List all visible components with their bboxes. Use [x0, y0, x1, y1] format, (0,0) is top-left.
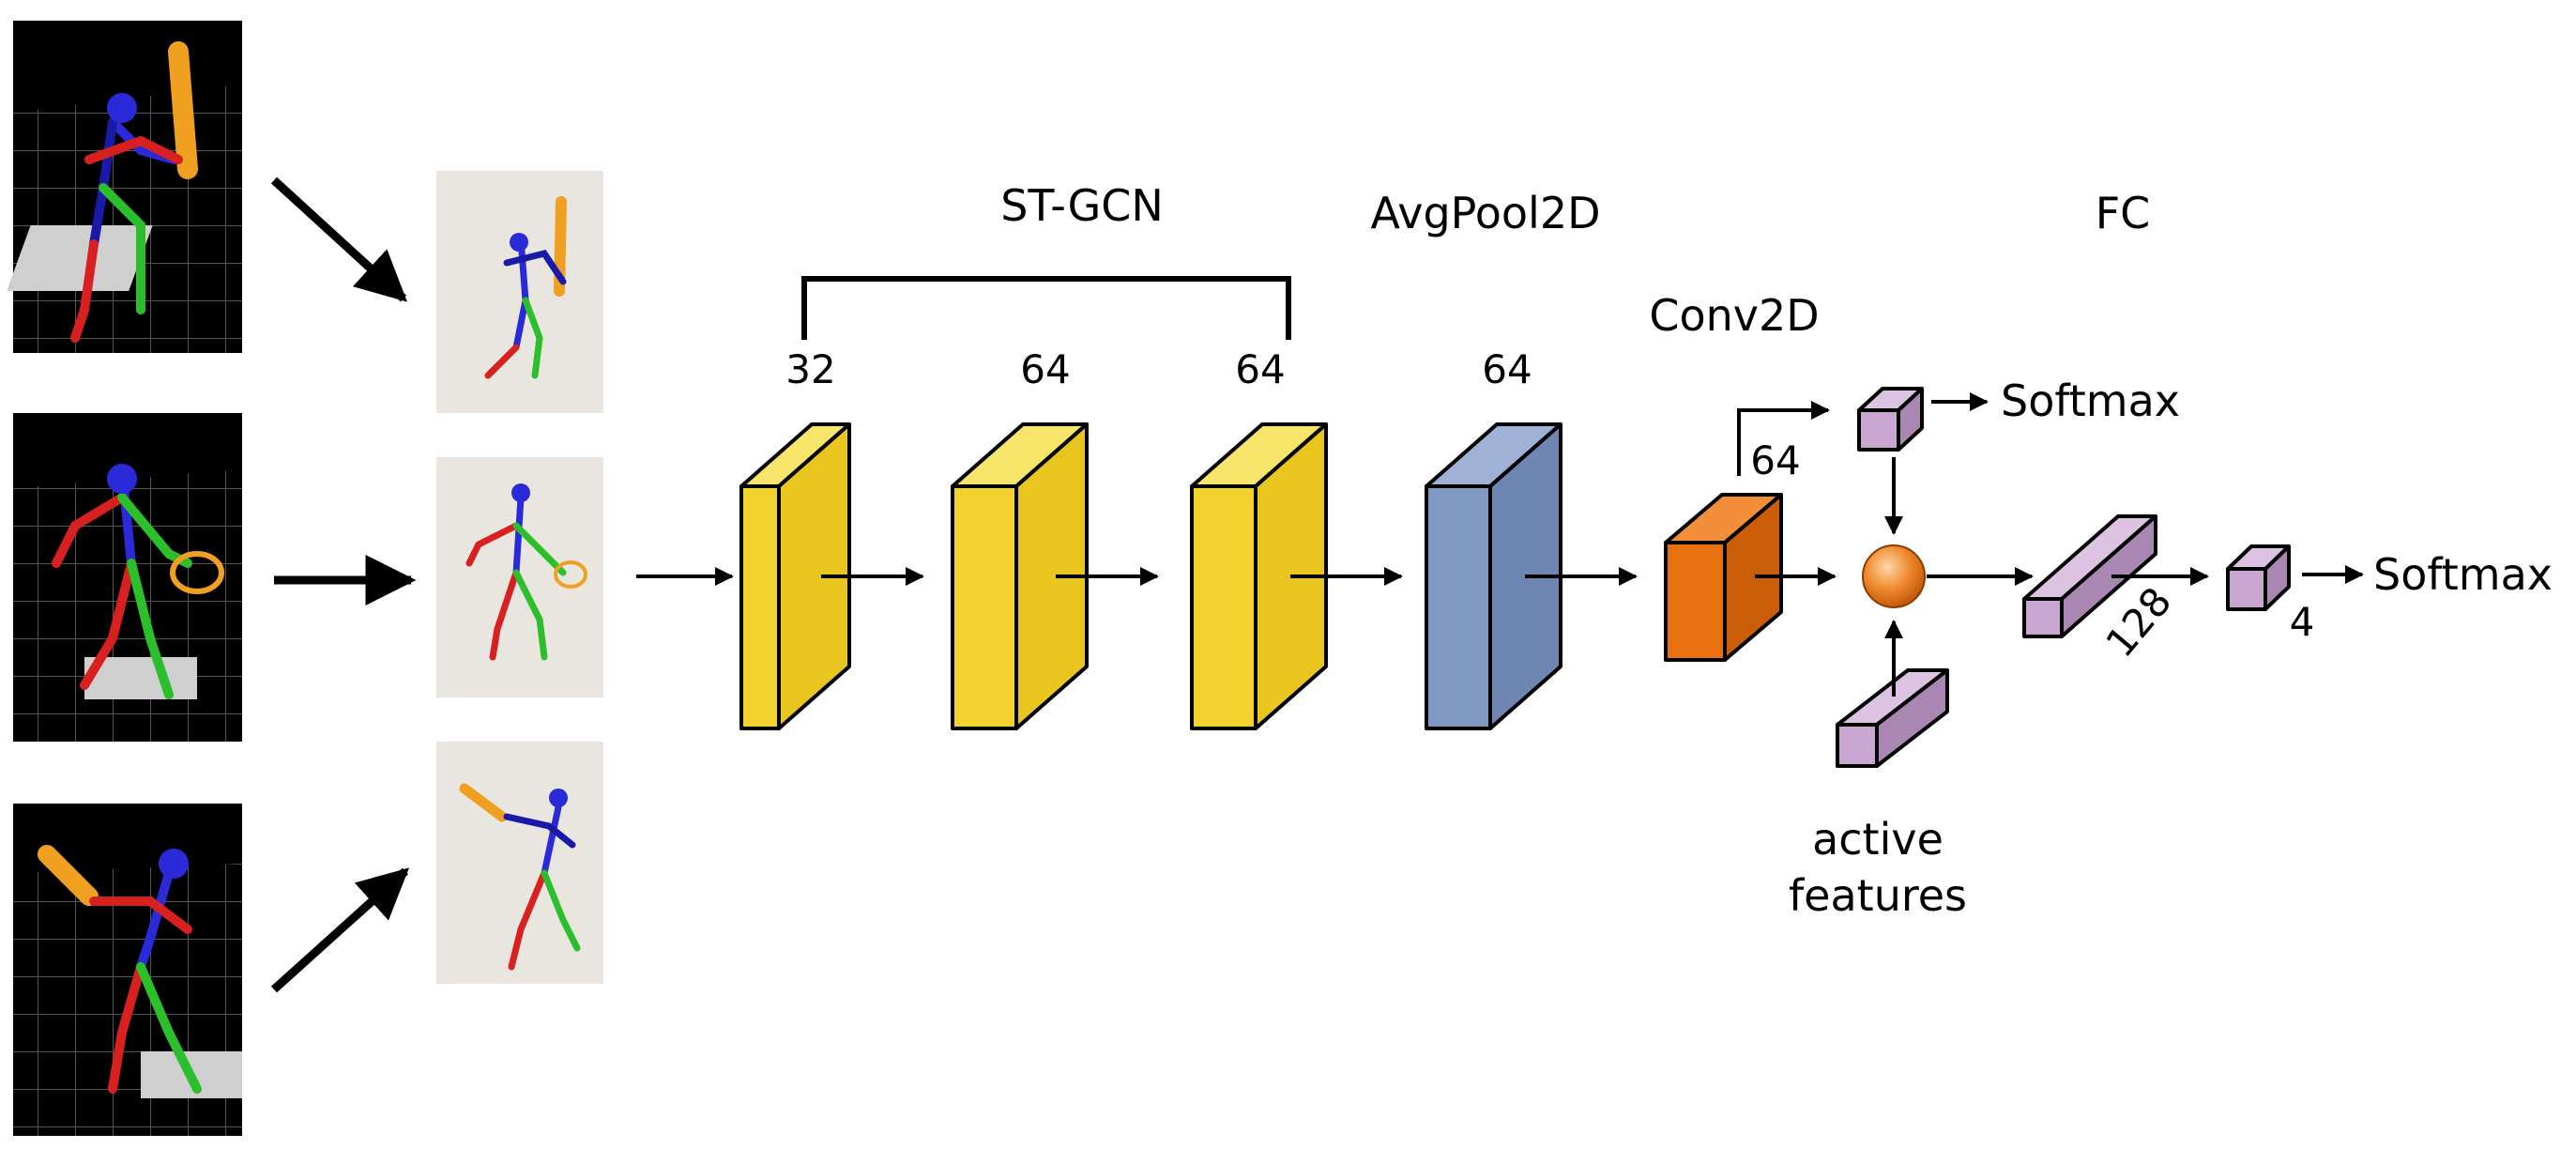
skeleton-pose-icon	[459, 783, 581, 971]
skeleton-motion-capture-icon	[52, 464, 224, 699]
concatenation-node-icon	[1862, 544, 1926, 608]
st-gcn-label: ST-GCN	[1000, 180, 1164, 231]
conv2d-block	[1664, 493, 1783, 662]
input-frame-3	[13, 804, 242, 1136]
skeleton-pose-icon	[465, 483, 587, 661]
gcn2-channels: 64	[1020, 346, 1070, 392]
st-gcn-bracket	[801, 276, 1291, 340]
gcn1-channels: 32	[785, 346, 835, 392]
skeleton-panel-3	[436, 742, 603, 984]
input-frame-1	[7, 21, 242, 353]
active-features-label-line2: features	[1789, 870, 1967, 921]
active-features-label-line1: active	[1812, 814, 1943, 865]
avgpool-channels: 64	[1482, 346, 1532, 392]
skeleton-motion-capture-icon	[38, 845, 202, 1094]
skeleton-panel-2	[436, 457, 603, 697]
gcn3-channels: 64	[1235, 346, 1285, 392]
gcn-block-3	[1190, 422, 1328, 730]
input-frame-2	[13, 413, 242, 742]
output-block	[2226, 544, 2291, 611]
skeleton-panel-1	[436, 171, 603, 413]
output-softmax-label: Softmax	[2373, 549, 2553, 600]
active-features-block	[1836, 668, 1949, 768]
avgpool-label: AvgPool2D	[1370, 188, 1600, 238]
arrow-conv-aux-branch	[1737, 401, 1830, 476]
gcn-block-2	[951, 422, 1089, 730]
fc-label: FC	[2096, 188, 2151, 238]
conv2d-label: Conv2D	[1649, 290, 1819, 341]
aux-softmax-label: Softmax	[2001, 375, 2180, 426]
skeleton-pose-icon	[484, 196, 567, 379]
output-units: 4	[2290, 599, 2315, 645]
aux-fc-block	[1857, 387, 1924, 452]
fc-hidden-block	[2022, 514, 2157, 638]
gcn-block-1	[739, 422, 851, 730]
conv2d-channels: 64	[1750, 437, 1800, 483]
input-arrows	[270, 176, 417, 993]
skeleton-motion-capture-icon	[70, 41, 198, 343]
